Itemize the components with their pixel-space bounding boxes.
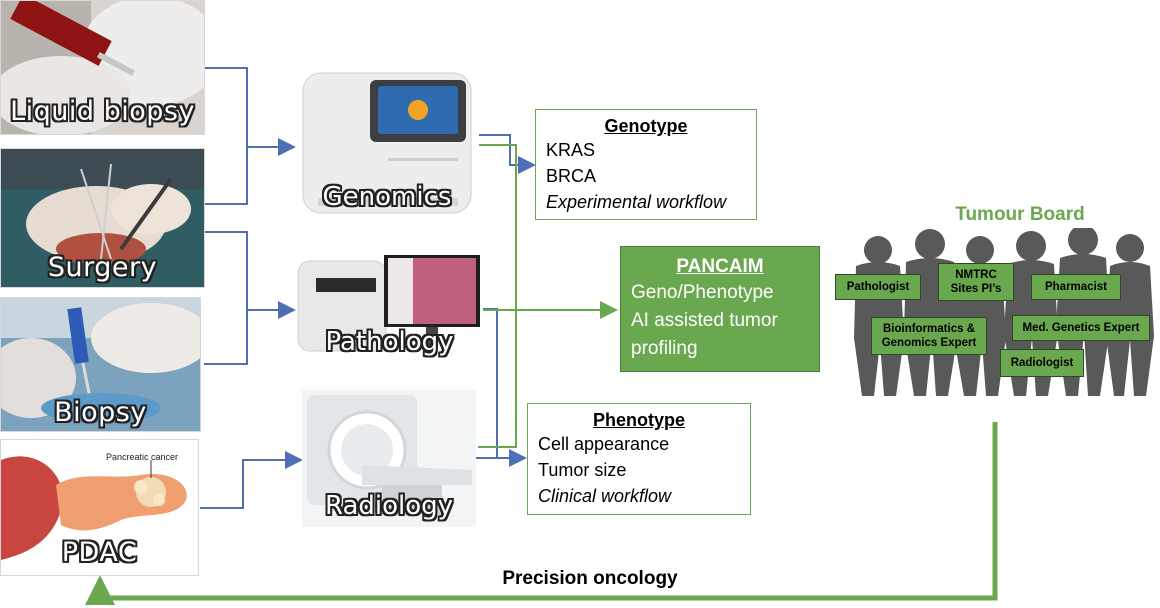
genotype-box: Genotype KRAS BRCA Experimental workflow bbox=[535, 109, 757, 220]
role-bioinformatics: Bioinformatics & Genomics Expert bbox=[871, 317, 987, 355]
source-label: Biopsy bbox=[54, 397, 147, 428]
bracket-liquid-surgery bbox=[204, 67, 248, 205]
source-label: Surgery bbox=[47, 252, 158, 283]
pancaim-line: AI assisted tumor bbox=[631, 310, 778, 331]
green-genomics-radiology bbox=[478, 144, 517, 448]
liquid-biopsy-photo: Liquid biopsy bbox=[0, 0, 205, 135]
pdac-photo: Pancreatic cancer PDAC bbox=[0, 439, 199, 576]
arrow-to-genotype bbox=[479, 134, 536, 174]
surgery-photo: Surgery bbox=[0, 148, 205, 288]
genotype-title: Genotype bbox=[604, 116, 688, 136]
pancaim-title: PANCAIM bbox=[676, 256, 764, 277]
source-label: PDAC bbox=[61, 537, 138, 568]
genotype-workflow: Experimental workflow bbox=[546, 192, 727, 212]
biopsy-photo: Biopsy bbox=[0, 297, 201, 432]
role-nmtrc: NMTRC Sites PI’s bbox=[938, 263, 1014, 301]
bracket-surgery-biopsy bbox=[204, 231, 248, 365]
genotype-line: BRCA bbox=[546, 166, 597, 186]
device-label: Pathology bbox=[325, 327, 454, 357]
pancaim-line: Geno/Phenotype bbox=[631, 282, 774, 303]
precision-oncology-arrow bbox=[85, 422, 998, 605]
role-pathologist: Pathologist bbox=[835, 274, 921, 300]
phenotype-box: Phenotype Cell appearance Tumor size Cli… bbox=[527, 403, 751, 515]
genomics-device: Genomics bbox=[298, 68, 476, 218]
role-radiologist: Radiologist bbox=[1000, 349, 1084, 377]
team-silhouettes bbox=[854, 228, 1154, 396]
role-med-genetics: Med. Genetics Expert bbox=[1012, 315, 1150, 341]
source-label: Liquid biopsy bbox=[10, 96, 195, 127]
arrow-to-radiology bbox=[200, 451, 303, 509]
tumour-board-title: Tumour Board bbox=[955, 204, 1085, 225]
phenotype-line: Tumor size bbox=[538, 460, 627, 480]
phenotype-title: Phenotype bbox=[592, 410, 685, 430]
device-label: Genomics bbox=[322, 182, 452, 212]
pathology-device: Pathology bbox=[296, 253, 483, 361]
role-pharmacist: Pharmacist bbox=[1031, 274, 1121, 300]
phenotype-line: Cell appearance bbox=[538, 434, 670, 454]
phenotype-workflow: Clinical workflow bbox=[538, 486, 672, 506]
pdac-caption: Pancreatic cancer bbox=[106, 452, 179, 462]
radiology-device: Radiology bbox=[302, 390, 476, 527]
device-label: Radiology bbox=[324, 491, 454, 521]
pancaim-line: profiling bbox=[631, 338, 698, 359]
genotype-line: KRAS bbox=[546, 140, 596, 160]
precision-oncology-label: Precision oncology bbox=[502, 568, 678, 589]
pancaim-box: PANCAIM Geno/Phenotype AI assisted tumor… bbox=[620, 246, 820, 372]
